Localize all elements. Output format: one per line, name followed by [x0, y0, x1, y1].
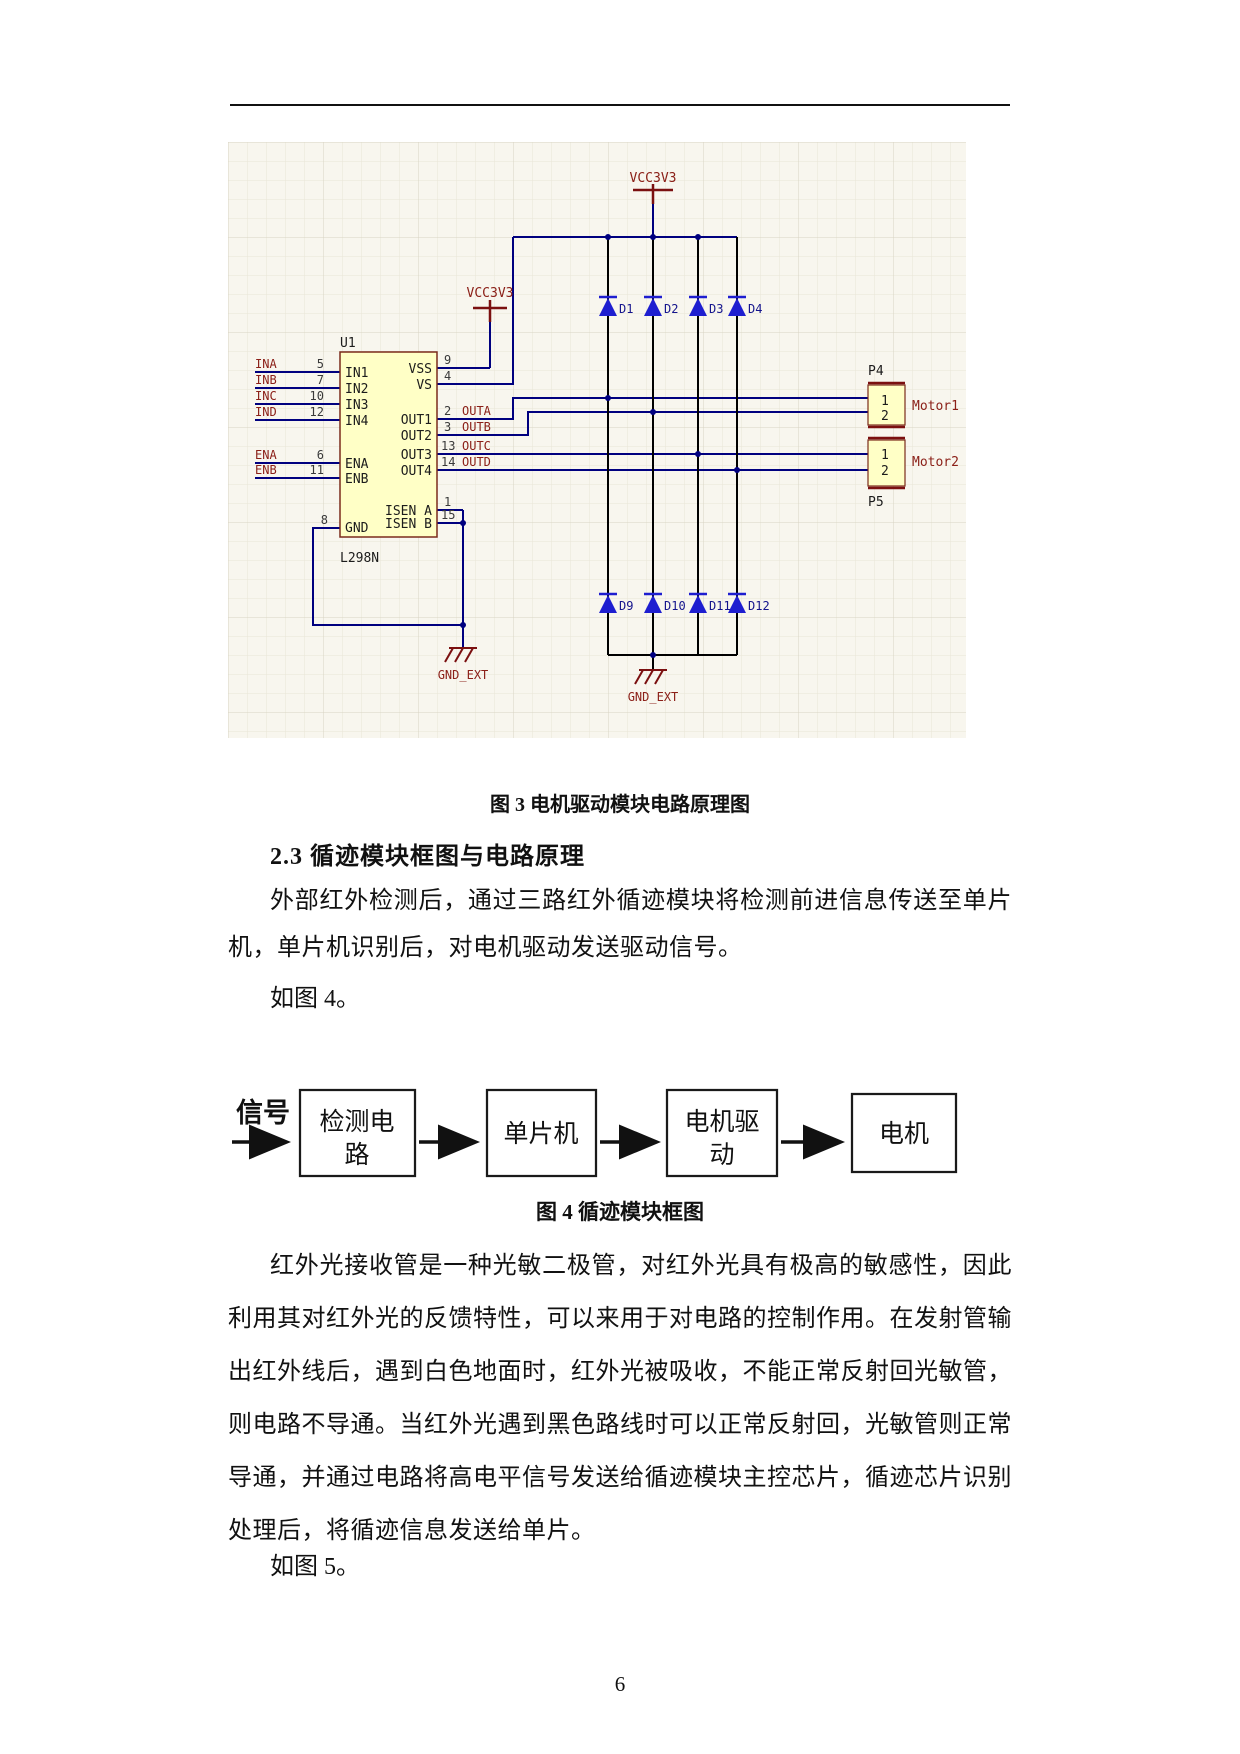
motor2-net-label: Motor2: [912, 455, 959, 470]
diode-label-d10: D10: [664, 599, 686, 613]
motor1-net-label: Motor1: [912, 399, 959, 414]
net-label-outc: OUTC: [462, 439, 491, 453]
diode-label-d1: D1: [619, 302, 633, 316]
net-label-inc: INC: [255, 389, 277, 403]
pin-number-6: 6: [317, 448, 324, 462]
net-label-outd: OUTD: [462, 455, 491, 469]
power-bar-symbols: [473, 184, 673, 322]
pin-name-in1: IN1: [345, 366, 368, 381]
diode-label-d11: D11: [709, 599, 731, 613]
pin-name-vss: VSS: [409, 362, 432, 377]
connector-designator-p5: P5: [868, 495, 884, 510]
pin-number-12: 12: [310, 405, 324, 419]
pin-name-ena: ENA: [345, 457, 369, 472]
pin-number-14: 14: [441, 455, 455, 469]
pin-name-gnd: GND: [345, 521, 369, 536]
section-heading: 2.3 循迹模块框图与电路原理: [270, 844, 585, 870]
net-label-outb: OUTB: [462, 420, 491, 434]
pin-number-11: 11: [310, 463, 324, 477]
pin-name-enb: ENB: [345, 472, 369, 487]
block-motor-drive-line2: 动: [709, 1142, 734, 1169]
pin-name-isen-b: ISEN B: [385, 517, 432, 532]
vcc-net-label-top: VCC3V3: [630, 171, 677, 186]
pin-name-in2: IN2: [345, 382, 368, 397]
paragraph-1: 外部红外检测后，通过三路红外循迹模块将检测前进信息传送至单片机，单片机识别后，对…: [228, 888, 1012, 961]
net-label-outa: OUTA: [462, 404, 492, 418]
p5-pin-2: 2: [881, 464, 889, 479]
pin-number-4: 4: [444, 369, 451, 383]
pin-number-1: 1: [444, 495, 451, 509]
pin-number-3: 3: [444, 420, 451, 434]
connector-p5: [867, 436, 906, 490]
p4-pin-1: 1: [881, 394, 889, 409]
pin-name-in4: IN4: [345, 414, 369, 429]
tracking-module-block-diagram: 信号 检测电 路 单片机 电机驱 动 电机: [228, 1082, 1010, 1182]
vcc-net-label-chip: VCC3V3: [467, 286, 514, 301]
pin-number-5: 5: [317, 357, 324, 371]
motor-driver-schematic: VCC3V3 VCC3V3 GND_EXT GND_EXT U1 L298N I…: [228, 142, 966, 738]
diode-label-d3: D3: [709, 302, 723, 316]
gnd-ext-label-right: GND_EXT: [628, 690, 679, 704]
p5-pin-1: 1: [881, 448, 889, 463]
figure4-caption: 图 4 循迹模块框图: [536, 1200, 704, 1224]
block-diagram-canvas: 信号 检测电 路 单片机 电机驱 动 电机: [232, 1088, 958, 1178]
block-mcu-label: 单片机: [503, 1120, 578, 1148]
pin-name-out1: OUT1: [401, 413, 432, 428]
diode-label-d12: D12: [748, 599, 770, 613]
ground-symbols: [444, 647, 667, 685]
chip-designator: U1: [340, 336, 356, 351]
pin-number-7: 7: [317, 373, 324, 387]
page-number: 6: [614, 1672, 626, 1696]
net-label-ena: ENA: [255, 448, 277, 462]
net-label-enb: ENB: [255, 463, 277, 477]
pin-name-out2: OUT2: [401, 429, 432, 444]
pin-number-9: 9: [444, 353, 451, 367]
chip-part-number: L298N: [340, 551, 379, 566]
diode-label-d9: D9: [619, 599, 633, 613]
header-rule: [230, 104, 1010, 106]
pin-name-in3: IN3: [345, 398, 368, 413]
net-label-ind: IND: [255, 405, 277, 419]
connector-p4: [867, 381, 906, 429]
flyback-diodes-top: [599, 295, 746, 316]
block-detect-line1: 检测电: [319, 1108, 394, 1136]
block-motor-drive-line1: 电机驱: [684, 1108, 759, 1136]
pin-number-2: 2: [444, 404, 451, 418]
net-label-inb: INB: [255, 373, 277, 387]
block-detect-circuit: [298, 1088, 417, 1178]
pin-name-isen-a: ISEN A: [385, 504, 432, 519]
block-motor: [850, 1092, 958, 1174]
pin-name-out3: OUT3: [401, 448, 432, 463]
schematic-canvas: VCC3V3 VCC3V3 GND_EXT GND_EXT U1 L298N I…: [228, 142, 966, 738]
diode-label-d4: D4: [748, 302, 762, 316]
p4-pin-2: 2: [881, 409, 889, 424]
net-label-ina: INA: [255, 357, 277, 371]
l298n-chip-body: [339, 351, 438, 538]
pin-number-15: 15: [441, 508, 455, 522]
junction-dots: [460, 234, 740, 658]
block-mcu: [485, 1088, 598, 1178]
pin-number-8: 8: [321, 513, 328, 527]
connector-designator-p4: P4: [868, 364, 884, 379]
pin-number-13: 13: [441, 439, 455, 453]
signal-label: 信号: [236, 1098, 290, 1128]
pin-name-out4: OUT4: [401, 464, 432, 479]
paragraph-2: 红外光接收管是一种光敏二极管，对红外光具有极高的敏感性，因此利用其对红外光的反馈…: [228, 1253, 1012, 1544]
block-motor-drive: [665, 1088, 779, 1178]
pin-name-vs: VS: [416, 378, 432, 393]
flyback-diodes-bottom: [599, 592, 746, 613]
diode-label-d2: D2: [664, 302, 678, 316]
figure4-reference: 如图 4。: [270, 986, 360, 1012]
block-motor-label: 电机: [879, 1120, 929, 1148]
block-detect-line2: 路: [344, 1141, 369, 1169]
gnd-ext-label-left: GND_EXT: [438, 668, 489, 682]
pin-number-10: 10: [310, 389, 324, 403]
figure3-caption: 图 3 电机驱动模块电路原理图: [490, 794, 750, 816]
figure5-reference: 如图 5。: [270, 1554, 360, 1580]
